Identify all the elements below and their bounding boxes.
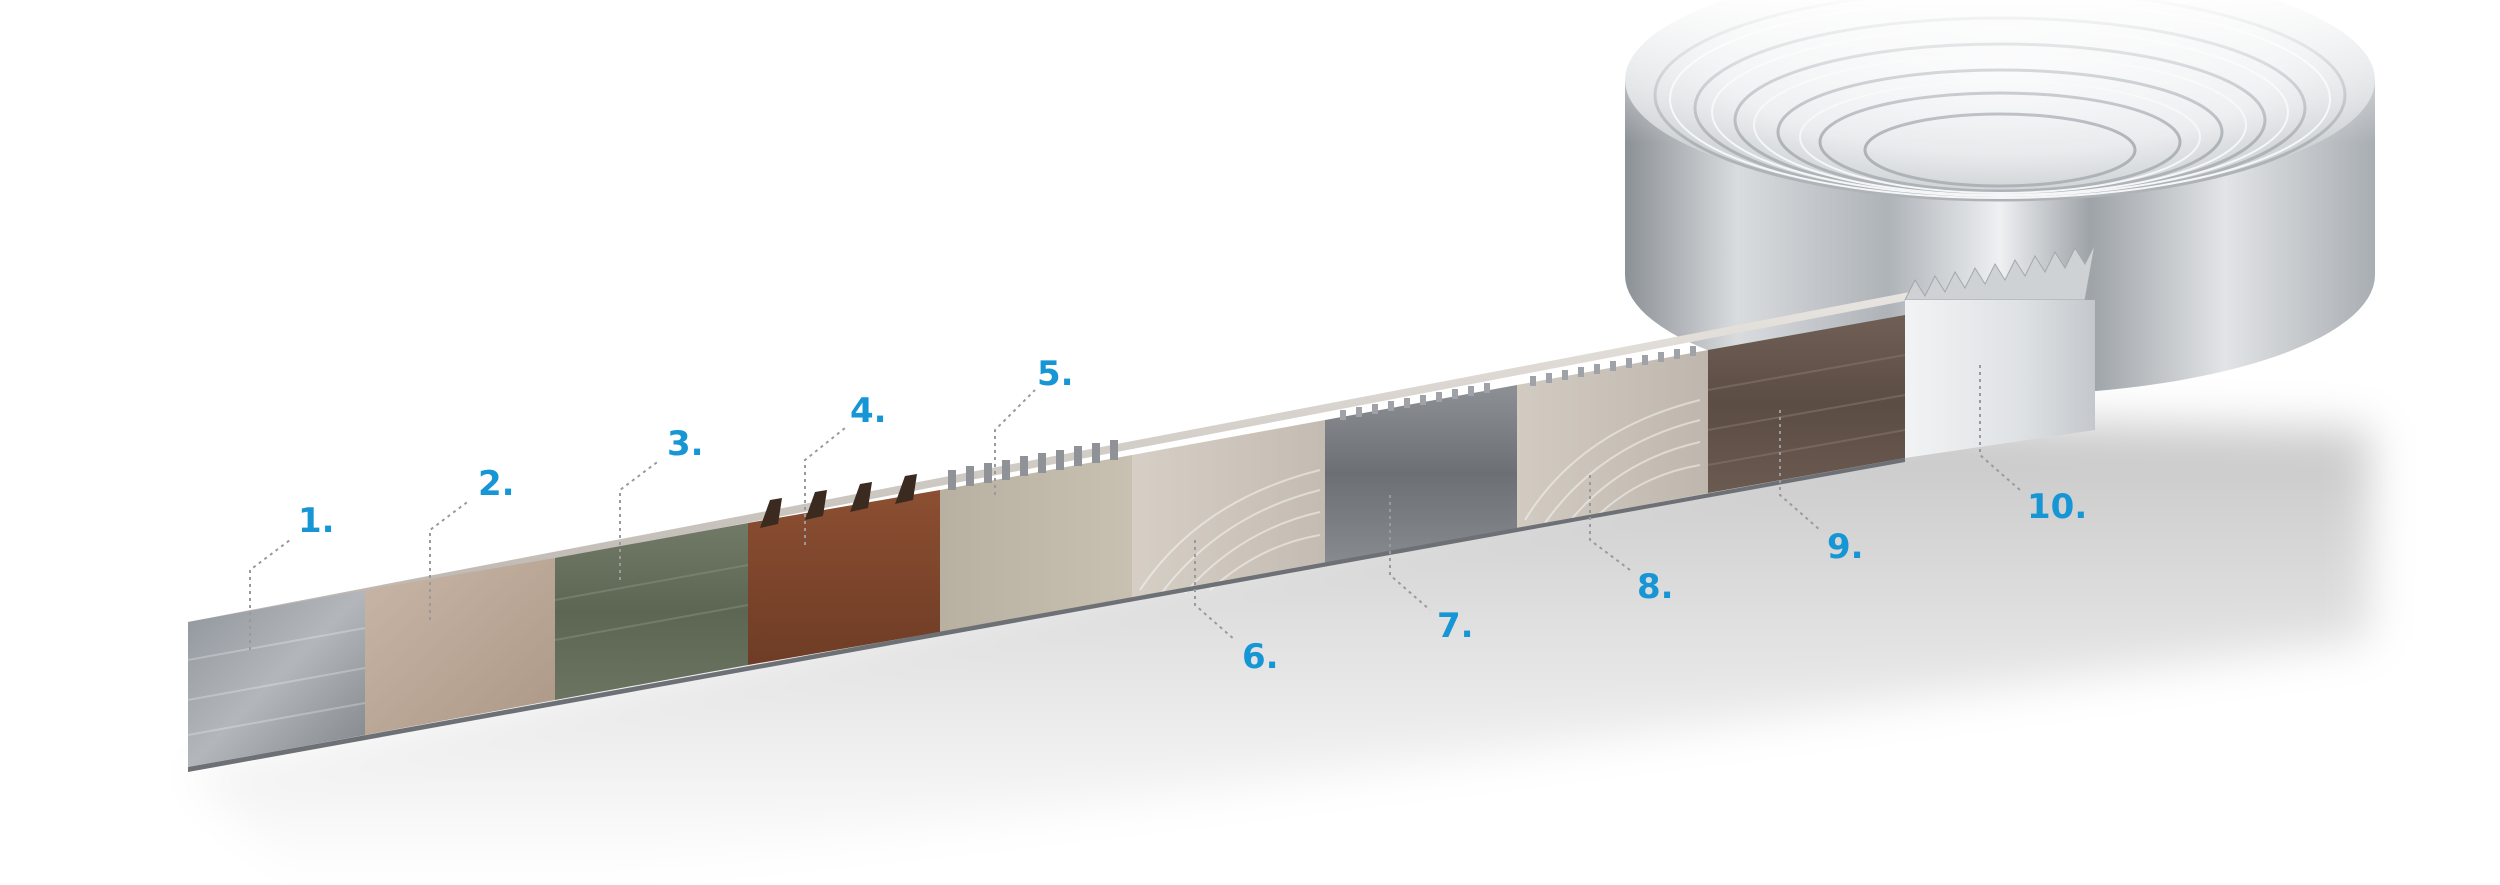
fine-teeth (1340, 346, 1696, 420)
hook-teeth (760, 474, 917, 528)
callout-label-2: 2. (478, 464, 515, 504)
leader-line-7 (1389, 495, 1431, 611)
coil (1600, 0, 2400, 395)
callout-label-1: 1. (298, 501, 335, 541)
leader-line-9 (1779, 410, 1821, 531)
leader-line-10 (1979, 365, 2021, 491)
callout-label-7: 7. (1437, 606, 1474, 646)
callout-label-6: 6. (1242, 637, 1279, 677)
leader-line-1 (249, 539, 291, 650)
callout-label-9: 9. (1827, 527, 1864, 567)
leader-line-2 (429, 499, 471, 620)
leader-line-5 (994, 389, 1036, 495)
leader-lines (249, 365, 2021, 650)
callout-label-5: 5. (1037, 354, 1074, 394)
callout-labels: 1. 2. 3. 4. 5. 6. 7. 8. 9. 10. (298, 354, 2087, 677)
surface-textures (187, 354, 1906, 736)
callout-label-3: 3. (667, 424, 704, 464)
leader-line-8 (1589, 475, 1631, 571)
floor-shadow (190, 420, 2370, 880)
blade-top-edge (188, 292, 1910, 630)
callout-label-8: 8. (1637, 567, 1674, 607)
leader-line-6 (1194, 540, 1236, 641)
leader-line-4 (804, 427, 846, 545)
callout-label-4: 4. (850, 391, 887, 431)
blade-bottom-edge (188, 458, 1905, 772)
blade-segments (188, 300, 2095, 767)
sawtooth-edge (1904, 243, 2096, 301)
comb-teeth (948, 440, 1118, 490)
leader-line-3 (619, 459, 661, 580)
callout-label-10: 10. (2027, 487, 2087, 527)
